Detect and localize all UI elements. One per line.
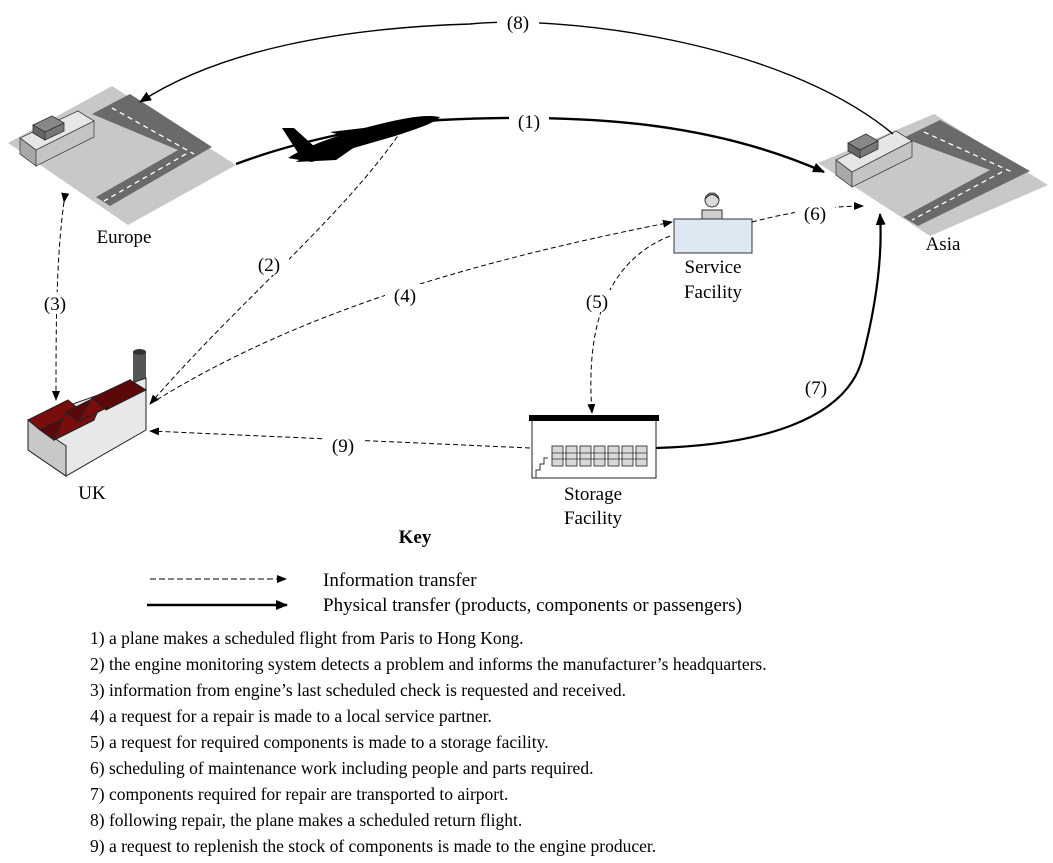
key-information-label: Information transfer (323, 570, 477, 591)
edge-4-line (149, 219, 673, 405)
step-item-3: 3) information from engine’s last schedu… (90, 680, 626, 700)
edge-1-label: (1) (518, 112, 540, 133)
step-item-5: 5) a request for required components is … (90, 732, 549, 752)
edge-3-line (52, 192, 70, 401)
uk-factory-icon (27, 349, 148, 477)
europe-label: Europe (97, 227, 152, 248)
storage-facility-label-line2: Facility (564, 508, 623, 529)
europe-airport-icon (8, 86, 236, 225)
edge-3-label: (3) (44, 294, 66, 315)
edge-1-line (235, 116, 825, 174)
edge-4-label: (4) (394, 286, 416, 307)
step-item-1: 1) a plane makes a scheduled flight from… (90, 628, 524, 648)
key-title: Key (399, 527, 432, 548)
edge-2-line (149, 129, 403, 405)
step-item-9: 9) a request to replenish the stock of c… (90, 836, 657, 856)
step-item-2: 2) the engine monitoring system detects … (90, 654, 767, 674)
edge-9-line (149, 427, 531, 449)
step-list: 1) a plane makes a scheduled flight from… (90, 625, 767, 859)
edge-9-label: (9) (332, 436, 354, 457)
edge-7-label: (7) (805, 378, 827, 399)
service-desk-icon (673, 192, 753, 254)
step-item-8: 8) following repair, the plane makes a s… (90, 810, 523, 830)
asia-airport-icon (818, 114, 1048, 236)
storage-warehouse-icon (529, 415, 659, 479)
key-physical-label: Physical transfer (products, components … (323, 595, 742, 616)
asia-label: Asia (926, 234, 961, 255)
edge-8-line (139, 21, 894, 135)
edge-5-line (587, 235, 671, 414)
step-item-4: 4) a request for a repair is made to a l… (90, 706, 492, 726)
step-item-6: 6) scheduling of maintenance work includ… (90, 758, 594, 778)
step-item-7: 7) components required for repair are tr… (90, 784, 509, 804)
service-facility-label-line1: Service (685, 257, 742, 278)
edge-6-label: (6) (804, 204, 826, 225)
uk-label: UK (78, 483, 106, 504)
edge-2-label: (2) (258, 255, 280, 276)
service-facility-label-line2: Facility (684, 282, 743, 303)
edge-7-line (655, 213, 886, 450)
edge-8-label: (8) (507, 13, 529, 34)
edge-5-label: (5) (586, 292, 608, 313)
storage-facility-label-line1: Storage (564, 484, 622, 505)
